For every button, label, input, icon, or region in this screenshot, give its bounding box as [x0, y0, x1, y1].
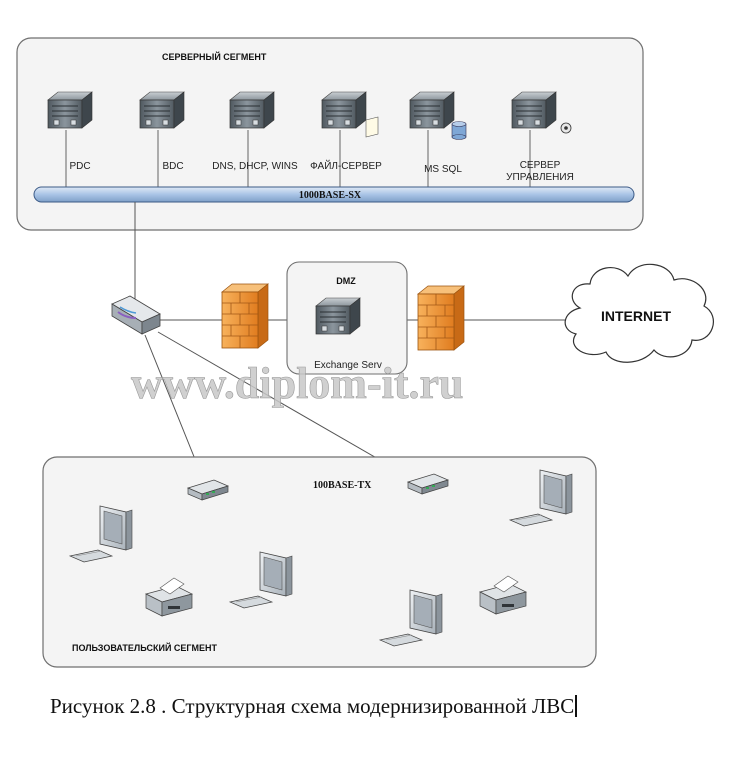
dmz-server-icon: [315, 297, 361, 335]
server-label-pdc: PDC: [69, 161, 90, 172]
server-icon-bdc: [139, 91, 185, 129]
server-icon-dns: [229, 91, 275, 129]
user-segment-box: [42, 456, 597, 668]
firewall-icon-left: [221, 283, 269, 349]
internet-label: INTERNET: [601, 308, 671, 324]
gear-icon: [560, 122, 572, 134]
figure-caption-text: Рисунок 2.8 . Структурная схема модерниз…: [50, 694, 575, 718]
internet-cloud-icon: [564, 263, 714, 363]
server-segment-box: [16, 37, 644, 231]
server-label-dns: DNS, DHCP, WINS: [212, 161, 298, 172]
document-icon: [365, 116, 379, 138]
firewall-icon-right: [417, 285, 465, 351]
dmz-title: DMZ: [336, 276, 356, 286]
text-cursor: [575, 695, 578, 717]
router-icon: [111, 295, 161, 335]
server-segment-title: СЕРВЕРНЫЙ СЕГМЕНТ: [162, 51, 267, 62]
database-server-icon: [409, 91, 455, 129]
backbone-label: 1000BASE-SX: [299, 190, 362, 201]
watermark-text: www.diplom-it.ru: [131, 359, 463, 408]
server-label-mgmt-line2: УПРАВЛЕНИЯ: [506, 172, 574, 183]
backbone-bus: [33, 186, 635, 203]
management-server-icon: [511, 91, 557, 129]
database-icon: [451, 121, 467, 140]
server-label-sql: MS SQL: [424, 164, 462, 175]
user-link-label: 100BASE-TX: [313, 480, 372, 491]
figure-caption: Рисунок 2.8 . Структурная схема модерниз…: [50, 694, 730, 719]
server-label-file: ФАЙЛ-СЕРВЕР: [310, 159, 382, 172]
server-drop-lines: [65, 130, 531, 187]
server-icon-pdc: [47, 91, 93, 129]
server-label-bdc: BDC: [162, 161, 183, 172]
server-label-mgmt-line1: СЕРВЕР: [520, 160, 561, 171]
file-server-icon: [321, 91, 367, 129]
dmz-server-label: Exchange Serv: [314, 360, 382, 371]
user-segment-title: ПОЛЬЗОВАТЕЛЬСКИЙ СЕГМЕНТ: [72, 642, 218, 653]
